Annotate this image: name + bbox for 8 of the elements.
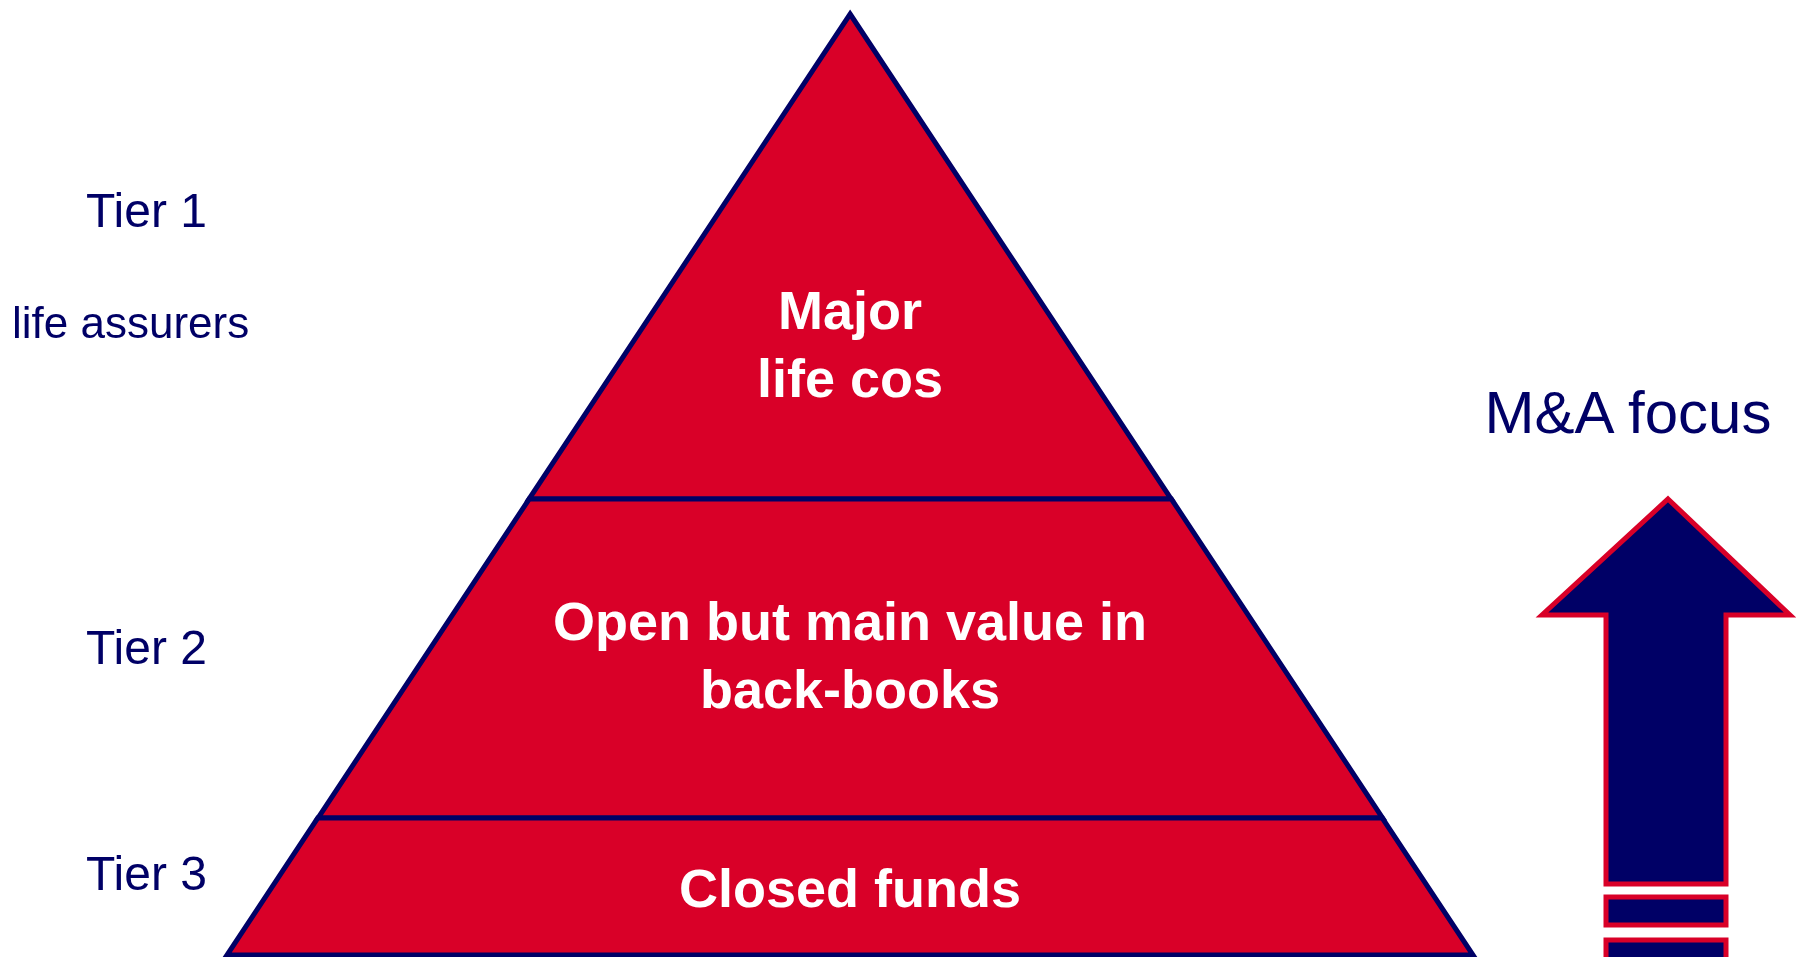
tier-label: Tier 2 — [86, 620, 207, 675]
tier-text: Closed funds — [678, 857, 1022, 920]
focus-label: M&A focus — [1484, 378, 1772, 447]
tier-label: life assurers — [12, 298, 250, 348]
tier-text: Open but main value in back-books — [551, 590, 1149, 721]
tier-label: Tier 3 — [86, 846, 207, 901]
tier-text: Major life cos — [755, 279, 944, 410]
tier-label: Tier 1 — [86, 183, 207, 238]
